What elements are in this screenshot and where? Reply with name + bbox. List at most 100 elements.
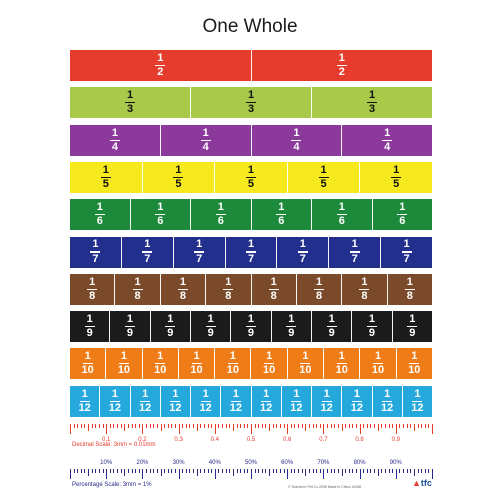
scale-tick <box>80 469 82 473</box>
fraction-bar <box>100 176 111 178</box>
scale-label: 50% <box>244 460 258 466</box>
scale-tick <box>406 469 408 473</box>
scale-tick <box>388 469 390 473</box>
scale-tick <box>247 469 249 473</box>
fraction-bar <box>367 102 377 104</box>
fraction-numerator: 1 <box>266 350 273 363</box>
scale-label: 30% <box>172 460 185 466</box>
fraction-numerator: 1 <box>102 163 109 176</box>
chart-title: One Whole <box>202 16 298 37</box>
scale-tick <box>301 424 303 428</box>
fraction-bar <box>155 363 166 365</box>
scale-tick <box>421 469 423 473</box>
scale-tick <box>410 424 412 428</box>
fraction-denominator: 7 <box>196 252 203 265</box>
scale-tick <box>236 469 238 473</box>
fraction-numerator: 1 <box>399 201 406 214</box>
fraction-numerator: 1 <box>157 350 164 363</box>
scale-tick <box>196 424 198 431</box>
fraction-bar <box>194 251 205 253</box>
fraction-bar <box>132 288 143 290</box>
scale-tick <box>70 424 71 434</box>
fraction-numerator: 1 <box>299 238 306 251</box>
fraction-numerator: 1 <box>196 238 203 251</box>
fraction-numerator: 1 <box>409 313 416 325</box>
fraction-numerator: 1 <box>172 387 179 400</box>
fraction-denominator: 9 <box>86 327 93 340</box>
scale-tick <box>348 469 350 473</box>
fraction-numerator: 1 <box>126 313 134 325</box>
fraction-denominator: 2 <box>157 66 164 79</box>
scale-tick <box>359 469 361 479</box>
scale-tick <box>240 469 242 473</box>
fraction-numerator: 1 <box>411 350 418 363</box>
fraction-denominator: 8 <box>406 289 413 302</box>
scale-tick <box>327 424 329 428</box>
scale-tick <box>225 424 227 428</box>
scale-tick <box>218 424 220 428</box>
fraction-numerator: 1 <box>323 387 330 400</box>
scale-tick <box>258 469 260 473</box>
fraction-numerator: 1 <box>351 238 358 251</box>
fraction-denominator: 10 <box>117 364 131 377</box>
fraction-denominator: 8 <box>89 289 96 302</box>
scale-label: 40% <box>208 460 221 466</box>
scale-tick <box>421 424 423 428</box>
fraction-bar <box>84 326 95 328</box>
scale-tick <box>366 424 368 428</box>
scale-tick <box>424 424 426 428</box>
fraction-bar <box>125 102 135 104</box>
scale-tick <box>334 469 336 473</box>
fraction-bar <box>409 363 420 365</box>
scale-tick <box>174 424 176 428</box>
fraction-denominator: 9 <box>328 327 335 340</box>
scale-tick <box>403 424 405 428</box>
fraction-numerator: 1 <box>393 163 400 176</box>
fraction-numerator: 1 <box>263 387 270 400</box>
fraction-bar <box>366 326 377 328</box>
scale-tick <box>200 424 202 428</box>
fraction-bar <box>245 326 256 328</box>
fraction-denominator: 10 <box>408 364 421 377</box>
fraction-denominator: 9 <box>288 327 295 340</box>
fraction-numerator: 1 <box>338 201 345 214</box>
fraction-bar <box>300 363 311 365</box>
fraction-numerator: 1 <box>328 313 335 325</box>
scale-tick <box>153 424 155 428</box>
scale-tick <box>417 469 419 473</box>
scale-label: 80% <box>353 460 366 466</box>
scale-tick <box>308 424 310 428</box>
scale-tick <box>149 469 151 473</box>
fraction-bar <box>230 400 241 402</box>
scale-tick <box>410 469 412 473</box>
scale-tick <box>240 424 242 428</box>
